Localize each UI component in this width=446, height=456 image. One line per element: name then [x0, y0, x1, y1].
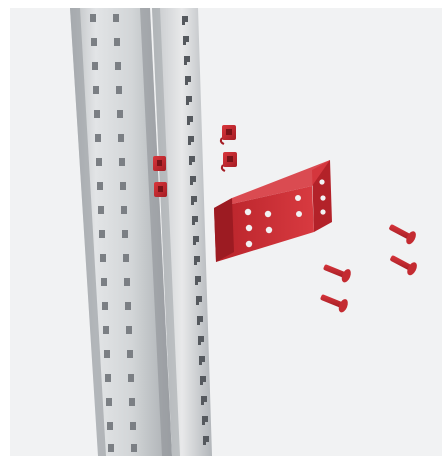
rail-icon: [70, 8, 172, 456]
cage-nut-icon-loose: [219, 125, 237, 172]
bracket-icon: [214, 160, 332, 262]
screw-icon: [320, 224, 417, 313]
rail-icon-secondary: [152, 8, 212, 456]
cage-nut-icon: [153, 156, 167, 197]
